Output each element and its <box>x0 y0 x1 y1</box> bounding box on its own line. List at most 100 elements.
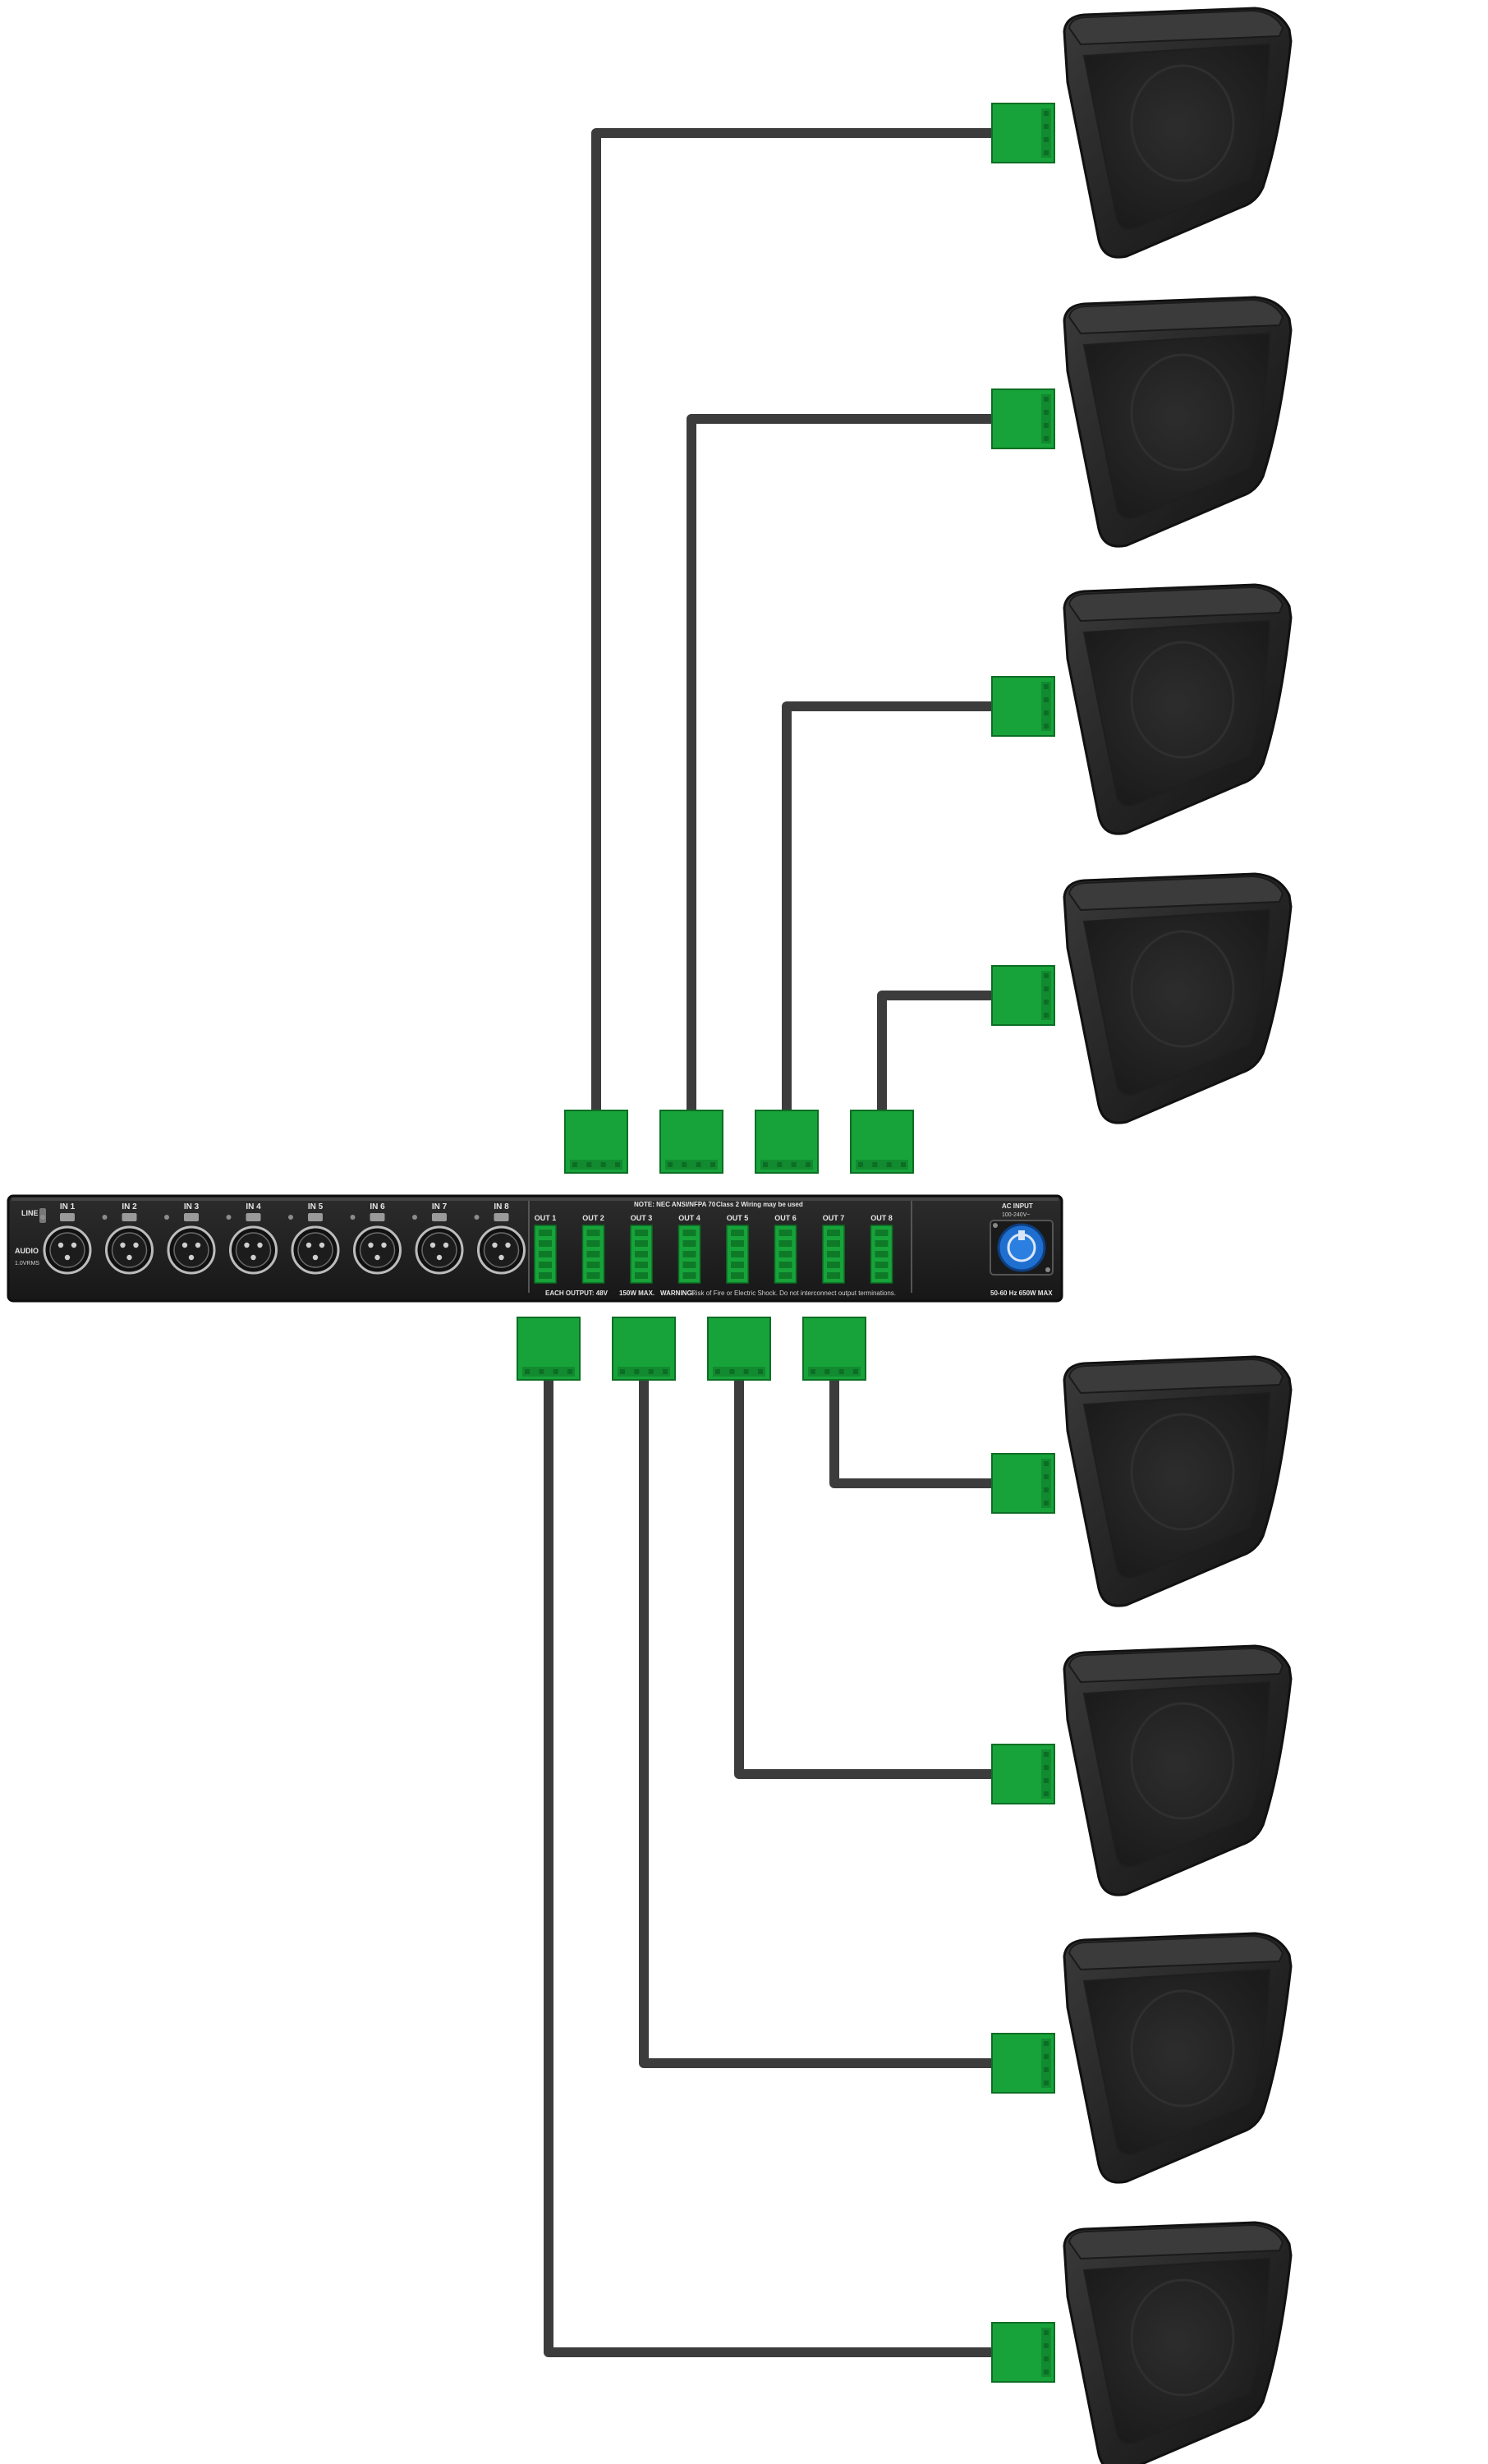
speaker-plug[interactable] <box>991 1453 1055 1514</box>
line-label: LINE <box>21 1209 39 1217</box>
speaker-plug[interactable] <box>991 965 1055 1026</box>
output-label: OUT 2 <box>582 1214 604 1222</box>
xlr-input[interactable]: IN 8 <box>474 1202 526 1275</box>
output-label: OUT 4 <box>678 1214 700 1222</box>
speaker-top-lip <box>1068 1647 1284 1684</box>
speaker-cone <box>1130 1702 1235 1820</box>
output-terminal[interactable]: OUT 3 <box>630 1214 653 1284</box>
input-label: IN 8 <box>494 1202 509 1211</box>
speaker-top-lip <box>1068 1358 1284 1395</box>
xlr-input[interactable]: IN 3 <box>164 1202 216 1275</box>
output-plug-top[interactable] <box>564 1110 628 1174</box>
input-label: IN 7 <box>432 1202 448 1211</box>
speaker-cone <box>1130 353 1235 471</box>
output-plug-bottom[interactable] <box>517 1317 581 1381</box>
cable-out-6 <box>639 1375 1015 2068</box>
speaker-plug[interactable] <box>991 388 1055 449</box>
input-label: IN 2 <box>122 1202 137 1211</box>
note-nec: NOTE: NEC ANSI/NFPA 70 <box>634 1201 716 1208</box>
output-label: OUT 1 <box>535 1214 557 1222</box>
speaker-plug[interactable] <box>991 103 1055 163</box>
ac-input-label: AC INPUT <box>1002 1202 1033 1210</box>
output-label: OUT 5 <box>727 1214 749 1222</box>
warning-label: WARNING: <box>660 1289 694 1297</box>
speaker-cables <box>544 128 1015 2357</box>
xlr-input[interactable]: IN 6 <box>350 1202 402 1275</box>
speaker <box>1063 296 1293 548</box>
speaker-cone <box>1130 1413 1235 1531</box>
max-power-label: 150W MAX. <box>619 1289 654 1297</box>
ac-voltage-label: 100-240V~ <box>1002 1212 1030 1218</box>
output-terminal[interactable]: OUT 8 <box>870 1214 893 1284</box>
warning-text: Risk of Fire or Electric Shock. Do not i… <box>691 1289 896 1297</box>
output-label: OUT 3 <box>631 1214 653 1222</box>
output-terminal[interactable]: OUT 6 <box>774 1214 797 1284</box>
cable-out-4 <box>877 991 1015 1122</box>
connectors <box>517 103 1055 2383</box>
speaker-top-lip <box>1068 875 1284 912</box>
output-label: OUT 6 <box>774 1214 797 1222</box>
output-terminal[interactable]: OUT 7 <box>822 1214 845 1284</box>
cable-out-2 <box>687 414 1015 1122</box>
output-terminal[interactable]: OUT 5 <box>726 1214 749 1284</box>
amplifier-top-edge <box>11 1198 1059 1201</box>
speaker-top-lip <box>1068 586 1284 623</box>
speaker-top-lip <box>1068 9 1284 46</box>
input-label: IN 4 <box>246 1202 261 1211</box>
xlr-inputs: IN 1 IN 2 IN 3 IN 4 IN 5 IN 6 IN 7 IN 8 <box>40 1202 526 1275</box>
speaker <box>1063 7 1293 259</box>
xlr-input[interactable]: IN 5 <box>288 1202 340 1275</box>
speaker-top-lip <box>1068 2223 1284 2260</box>
speaker-plug[interactable] <box>991 1744 1055 1804</box>
input-label: IN 3 <box>184 1202 200 1211</box>
output-label: OUT 7 <box>823 1214 845 1222</box>
speaker <box>1063 1355 1293 1607</box>
output-plug-top[interactable] <box>850 1110 914 1174</box>
cable-out-7 <box>734 1375 1015 1779</box>
output-plug-bottom[interactable] <box>612 1317 676 1381</box>
powercon-screw-br <box>1045 1267 1050 1272</box>
each-output-label: EACH OUTPUT: 48V <box>545 1289 609 1297</box>
speaker-cone <box>1130 2278 1235 2397</box>
speaker <box>1063 1644 1293 1896</box>
xlr-input[interactable]: IN 2 <box>102 1202 154 1275</box>
speaker <box>1063 1932 1293 2184</box>
speaker-top-lip <box>1068 298 1284 335</box>
input-label: IN 6 <box>370 1202 385 1211</box>
cable-out-8 <box>829 1375 1015 1488</box>
note-class2: Class 2 Wiring may be used <box>716 1201 803 1208</box>
cable-out-5 <box>544 1375 1015 2357</box>
input-label: IN 1 <box>60 1202 76 1211</box>
output-terminal[interactable]: OUT 2 <box>581 1214 605 1284</box>
speaker-top-lip <box>1068 1934 1284 1971</box>
output-plug-top[interactable] <box>755 1110 819 1174</box>
powercon-screw-tl <box>993 1223 998 1228</box>
speaker-cone <box>1130 641 1235 759</box>
output-plug-bottom[interactable] <box>707 1317 771 1381</box>
speaker-cone <box>1130 64 1235 182</box>
speakers <box>1063 7 1293 2464</box>
ac-rating-label: 50-60 Hz 650W MAX <box>990 1289 1053 1297</box>
cable-out-3 <box>782 701 1015 1122</box>
output-plug-bottom[interactable] <box>802 1317 866 1381</box>
xlr-input[interactable]: IN 7 <box>412 1202 464 1275</box>
speaker <box>1063 583 1293 835</box>
xlr-input[interactable]: IN 4 <box>226 1202 278 1275</box>
powercon-key <box>1018 1230 1025 1240</box>
audio-sub-label: 1.0VRMS <box>15 1261 39 1266</box>
speaker-cone <box>1130 1989 1235 2108</box>
speaker <box>1063 2221 1293 2464</box>
xlr-input[interactable]: IN 1 <box>40 1202 92 1275</box>
speaker-plug[interactable] <box>991 2033 1055 2094</box>
speaker <box>1063 872 1293 1124</box>
output-plug-top[interactable] <box>659 1110 723 1174</box>
output-terminal[interactable]: OUT 1 <box>534 1214 557 1284</box>
speaker-plug[interactable] <box>991 2322 1055 2383</box>
audio-label: AUDIO <box>15 1247 39 1255</box>
cable-out-1 <box>591 128 1015 1122</box>
speaker-plug[interactable] <box>991 676 1055 737</box>
output-terminal[interactable]: OUT 4 <box>677 1214 701 1284</box>
output-terminals: OUT 1 OUT 2 OUT 3 OUT 4 OUT 5 OUT 6 OUT 7 OUT 8 <box>534 1214 893 1284</box>
